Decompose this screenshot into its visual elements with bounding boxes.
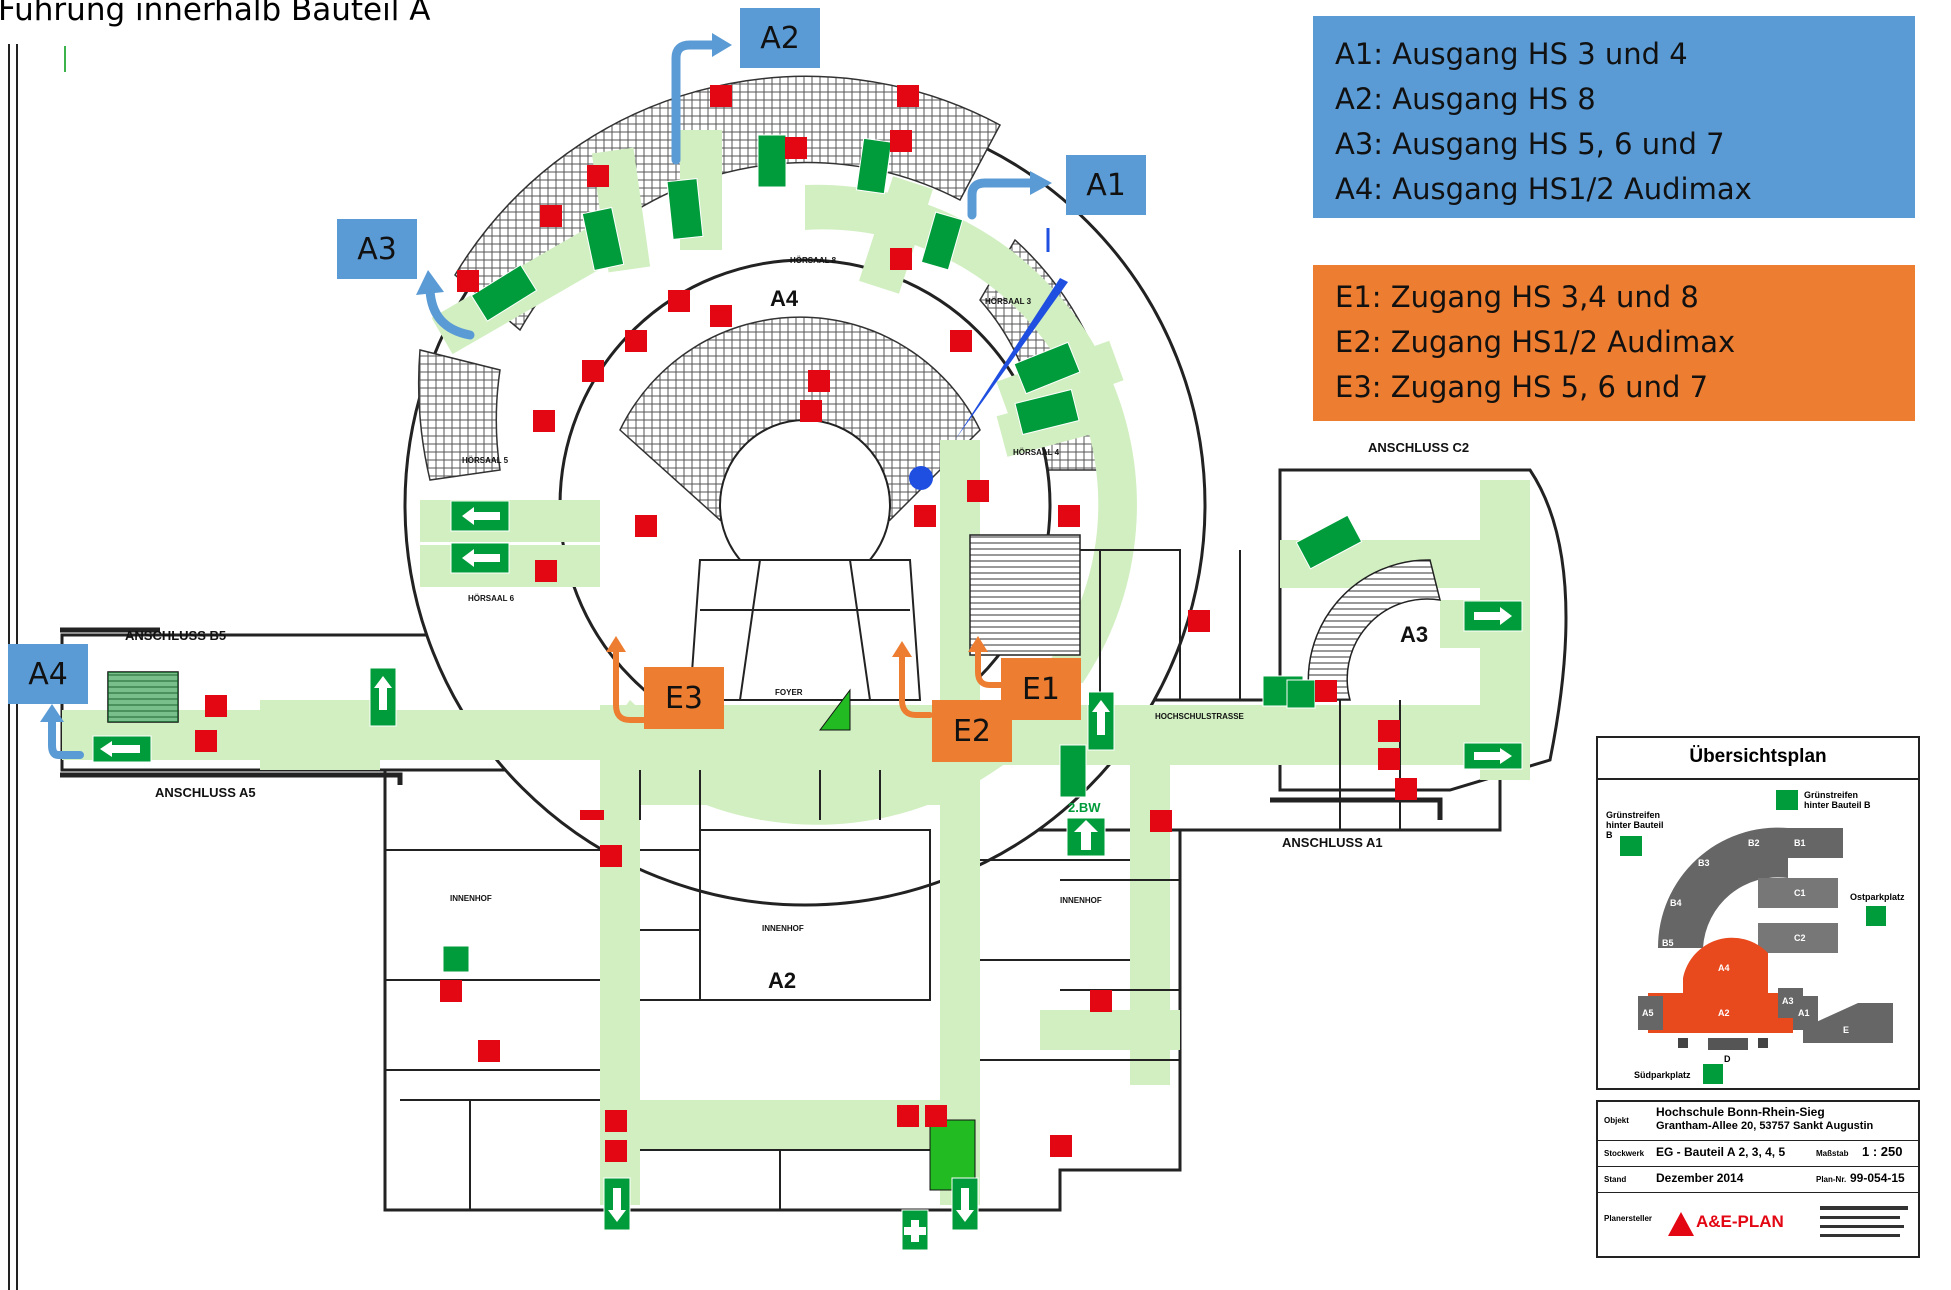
a3-block-label: A3: [1400, 622, 1429, 647]
overview-block-a5: A5: [1642, 1008, 1654, 1018]
entry-badge-e1: E1: [1001, 658, 1081, 720]
exit-badge-a4: A4: [8, 644, 88, 704]
stockwerk-value: EG - Bauteil A 2, 3, 4, 5: [1656, 1145, 1786, 1159]
overview-gruenstreifen-left: Grünstreifen hinter Bauteil B: [1606, 810, 1664, 840]
objekt-label: Objekt: [1604, 1116, 1629, 1125]
plan-nr-value: 99-054-15: [1850, 1171, 1905, 1185]
overview-ostparkplatz: Ostparkplatz: [1850, 892, 1905, 902]
hoersaal-3-label: HÖRSAAL 3: [985, 297, 1032, 306]
title-block: Objekt Hochschule Bonn-Rhein-Sieg Granth…: [1596, 1100, 1920, 1258]
exit-legend-item: A1: Ausgang HS 3 und 4: [1335, 37, 1688, 71]
overview-block-d: D: [1724, 1054, 1731, 1064]
innenhof-main-label: INNENHOF: [762, 924, 804, 933]
overview-block-b5: B5: [1662, 938, 1674, 948]
overview-block-b3: B3: [1698, 858, 1710, 868]
hochschulstrasse-label: HOCHSCHULSTRASSE: [1155, 712, 1244, 721]
foyer-label: FOYER: [775, 688, 803, 697]
stand-label: Stand: [1604, 1175, 1627, 1184]
company-logo-icon: [1668, 1212, 1694, 1236]
overview-block-a1: A1: [1798, 1008, 1810, 1018]
overview-block-a2: A2: [1718, 1008, 1730, 1018]
overview-gruenstreifen-right: Grünstreifen hinter Bauteil B: [1804, 790, 1871, 810]
overview-title: Übersichtsplan: [1689, 746, 1827, 767]
planersteller-row: Planersteller A&E-PLAN: [1598, 1192, 1918, 1254]
anschluss-c2-label: ANSCHLUSS C2: [1368, 440, 1470, 455]
stockwerk-label: Stockwerk: [1604, 1149, 1645, 1158]
innenhof-right-label: INNENHOF: [1060, 896, 1102, 905]
hoersaal-8-label: HÖRSAAL 8: [790, 256, 837, 265]
overview-plan: Übersichtsplan Grünstreifen hinter Baute…: [1596, 736, 1920, 1090]
innenhof-left-label: INNENHOF: [450, 894, 492, 903]
exit-legend: A1: Ausgang HS 3 und 4 A2: Ausgang HS 8 …: [1313, 16, 1915, 218]
exit-legend-item: A2: Ausgang HS 8: [1335, 82, 1596, 116]
entry-legend-item: E2: Zugang HS1/2 Audimax: [1335, 325, 1736, 359]
overview-map: [1620, 790, 1893, 1084]
address-line: [1820, 1206, 1908, 1210]
address-line: [1820, 1225, 1904, 1228]
exit-badge-a1: A1: [1066, 155, 1146, 215]
overview-block-c1: C1: [1794, 888, 1806, 898]
objekt-row: Objekt Hochschule Bonn-Rhein-Sieg Granth…: [1598, 1102, 1918, 1141]
entry-badge-e3: E3: [644, 667, 724, 729]
address-line: [1820, 1216, 1900, 1219]
overview-block-b4: B4: [1670, 898, 1682, 908]
company-name: A&E-PLAN: [1696, 1212, 1784, 1231]
anschluss-a1-label: ANSCHLUSS A1: [1282, 835, 1383, 850]
hoersaal-5-label: HÖRSAAL 5: [462, 456, 509, 465]
overview-block-a4: A4: [1718, 963, 1730, 973]
exit-badge-a3: A3: [337, 219, 417, 279]
entry-badge-e2: E2: [932, 700, 1012, 762]
anschluss-b5-label: ANSCHLUSS B5: [125, 628, 227, 643]
overview-divider: [1598, 778, 1918, 780]
overview-block-b2: B2: [1748, 838, 1760, 848]
a4-block-label: A4: [770, 286, 799, 311]
address-line: [1820, 1234, 1900, 1237]
massstab-label: Maßstab: [1816, 1149, 1849, 1158]
objekt-address: Grantham-Allee 20, 53757 Sankt Augustin: [1656, 1120, 1874, 1132]
exit-legend-item: A3: Ausgang HS 5, 6 und 7: [1335, 127, 1725, 161]
exit-badge-a2: A2: [740, 8, 820, 68]
overview-block-a3: A3: [1782, 996, 1794, 1006]
planersteller-label: Planersteller: [1604, 1214, 1653, 1223]
hoersaal-4-label: HÖRSAAL 4: [1013, 448, 1060, 457]
overview-block-b1: B1: [1794, 838, 1806, 848]
sw-label: 2.BW: [1068, 800, 1101, 815]
objekt-value: Hochschule Bonn-Rhein-Sieg: [1656, 1105, 1825, 1119]
overview-block-c2: C2: [1794, 933, 1806, 943]
margin-tick: [64, 46, 66, 72]
page-title: Führung innerhalb Bauteil A: [0, 0, 431, 28]
stand-row: Stand Dezember 2014 Plan-Nr. 99-054-15: [1598, 1166, 1918, 1193]
hoersaal-6-label: HÖRSAAL 6: [468, 594, 515, 603]
a2-block-label: A2: [768, 968, 797, 993]
exit-legend-item: A4: Ausgang HS1/2 Audimax: [1335, 172, 1752, 206]
entry-legend-item: E3: Zugang HS 5, 6 und 7: [1335, 370, 1709, 404]
entry-legend-item: E1: Zugang HS 3,4 und 8: [1335, 280, 1699, 314]
massstab-value: 1 : 250: [1862, 1144, 1903, 1159]
stockwerk-row: Stockwerk EG - Bauteil A 2, 3, 4, 5 Maßs…: [1598, 1140, 1918, 1167]
overview-block-e: E: [1843, 1025, 1850, 1035]
plan-nr-label: Plan-Nr.: [1816, 1175, 1847, 1184]
overview-suedparkplatz: Südparkplatz: [1634, 1070, 1691, 1080]
entry-legend: E1: Zugang HS 3,4 und 8 E2: Zugang HS1/2…: [1313, 265, 1915, 421]
stand-value: Dezember 2014: [1656, 1171, 1744, 1185]
anschluss-a5-label: ANSCHLUSS A5: [155, 785, 256, 800]
